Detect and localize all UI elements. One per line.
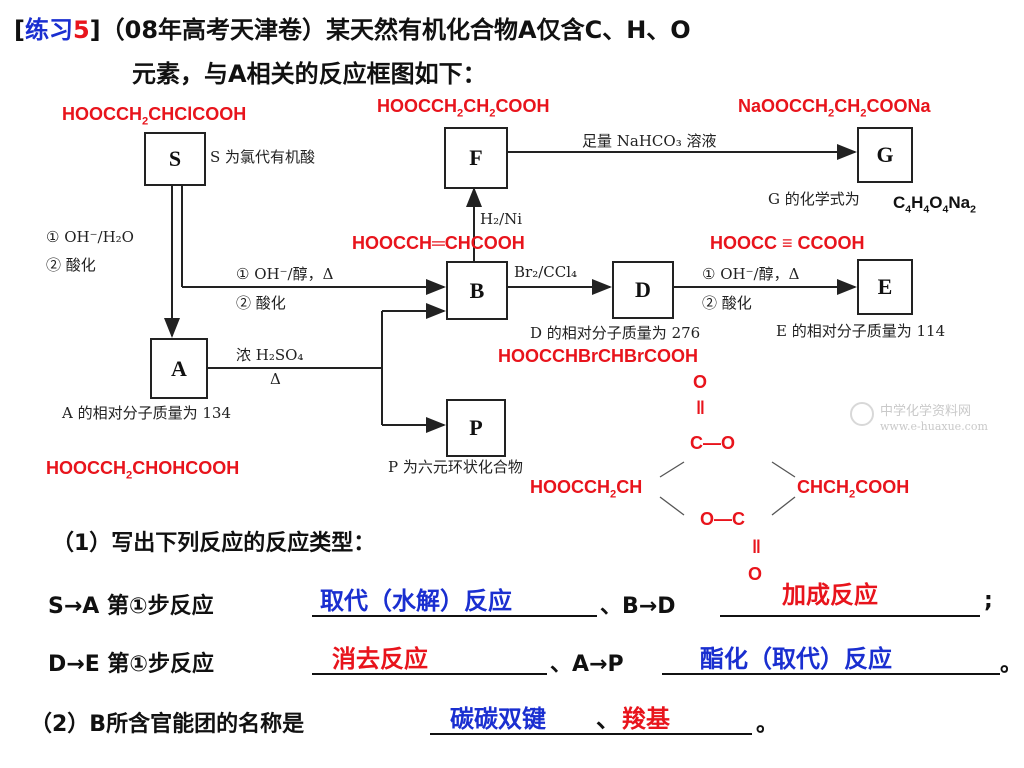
formula-S: HOOCCH2CHClCOOH — [62, 104, 247, 128]
ring-top-double-bond: ‖ — [696, 398, 705, 418]
nahco3-note: 足量 NaHCO₃ 溶液 — [582, 132, 717, 150]
formula-B: HOOCCH═CHCOOH — [352, 233, 525, 253]
q1-title: （1）写出下列反应的反应类型： — [52, 531, 376, 556]
sb-step2: ② 酸化 — [236, 294, 286, 312]
answer-functional-group-1: 碳碳双键 — [450, 705, 546, 733]
title-line1: （08年高考天津卷）某天然有机化合物A仅含C、H、O — [100, 16, 691, 44]
q1-blank-4 — [662, 673, 1000, 675]
answer-a-to-p: 酯化（取代）反应 — [700, 645, 892, 673]
title-label: 练习 — [24, 16, 73, 44]
box-S: S — [144, 132, 206, 186]
q1-blank-2 — [720, 615, 980, 617]
title-number: 5 — [72, 16, 90, 44]
h2-ni: H₂/Ni — [480, 210, 523, 228]
answer-d-to-e: 消去反应 — [332, 645, 428, 673]
title-bracket-open: [ — [14, 16, 25, 44]
g-formula-note: G 的化学式为 — [768, 190, 860, 208]
answer-functional-group-2: 羧基 — [622, 705, 670, 733]
ring-bottom-o: O — [748, 564, 763, 584]
ring-bottom-oc: O—C — [700, 509, 745, 529]
answer-b-to-d: 加成反应 — [782, 581, 878, 609]
q1-line2-mid: 、A→P — [550, 652, 624, 677]
q1-line1-mid: 、B→D — [600, 594, 676, 619]
e-mass-note: E 的相对分子质量为 114 — [776, 322, 946, 340]
box-B: B — [446, 261, 508, 320]
q1-line2-prefix: D→E 第①步反应 — [48, 652, 215, 677]
watermark-url: www.e-huaxue.com — [880, 420, 988, 433]
conc-h2so4: 浓 H₂SO₄ — [236, 346, 304, 364]
q1-line2-end: 。 — [1000, 652, 1023, 677]
ring-left: HOOCCH2CH — [530, 477, 643, 501]
title-line2: 元素，与A相关的反应框图如下： — [132, 60, 487, 88]
box-E: E — [857, 259, 913, 315]
formula-E: HOOCC ≡ CCOOH — [710, 233, 865, 253]
step1-oh-water: ① OH⁻/H₂O — [46, 228, 134, 246]
q2-end: 。 — [756, 712, 779, 737]
de-step2: ② 酸化 — [702, 294, 752, 312]
ring-bottom-double-bond: ‖ — [752, 537, 761, 557]
q1-line1-prefix: S→A 第①步反应 — [48, 594, 214, 619]
exercise-title: [练习5]（08年高考天津卷）某天然有机化合物A仅含C、H、O — [14, 10, 691, 45]
title-bracket-close: ] — [89, 16, 101, 44]
formula-A: HOOCCH2CHOHCOOH — [46, 458, 240, 482]
s-note: S 为氯代有机酸 — [210, 148, 316, 166]
watermark-cn: 中学化学资料网 — [880, 404, 972, 419]
br2-ccl4: Br₂/CCl₄ — [514, 263, 578, 281]
q2-prefix: （2）B所含官能团的名称是 — [30, 712, 305, 737]
answer-s-to-a: 取代（水解）反应 — [320, 587, 512, 615]
ring-right: CHCH2COOH — [797, 477, 910, 501]
ring-top-o: O — [693, 372, 708, 392]
sb-step1: ① OH⁻/醇，Δ — [236, 265, 334, 283]
box-P: P — [446, 399, 506, 457]
q2-separator: 、 — [596, 705, 620, 733]
box-D: D — [612, 261, 674, 319]
formula-D: HOOCCHBrCHBrCOOH — [498, 346, 699, 366]
step2-acidify: ② 酸化 — [46, 256, 96, 274]
ring-top-co: C—O — [690, 433, 735, 453]
p-note: P 为六元环状化合物 — [388, 458, 523, 476]
watermark-logo-icon — [850, 402, 874, 426]
formula-G-molecular: C4H4O4Na2 — [893, 193, 976, 216]
formula-G: NaOOCCH2CH2COONa — [738, 96, 931, 120]
box-A: A — [150, 338, 208, 399]
formula-F: HOOCCH2CH2COOH — [377, 96, 550, 120]
de-step1: ① OH⁻/醇，Δ — [702, 265, 800, 283]
box-F: F — [444, 127, 508, 189]
d-mass-note: D 的相对分子质量为 276 — [530, 324, 701, 342]
a-mass-note: A 的相对分子质量为 134 — [62, 404, 231, 422]
box-G: G — [857, 127, 913, 183]
q1-line1-end: ; — [984, 588, 993, 613]
q2-blank — [430, 733, 752, 735]
q1-blank-3 — [312, 673, 547, 675]
delta-note: Δ — [270, 370, 281, 388]
q1-blank-1 — [312, 615, 597, 617]
